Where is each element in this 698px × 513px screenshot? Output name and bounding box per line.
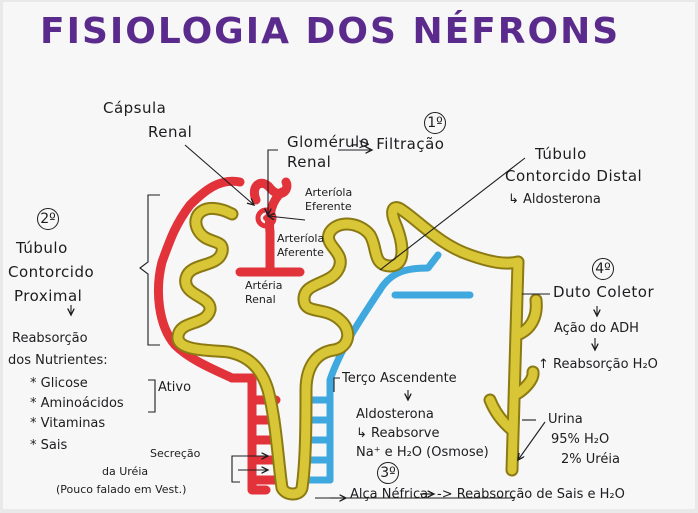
step-number-2: 2º [37, 208, 59, 230]
aldosterona-label: Aldosterona [356, 407, 434, 422]
arteriola-aferente-line1: Arteríola [277, 232, 325, 245]
tubulo-proximal-line2: Contorcido [8, 263, 95, 281]
reabsorcao-h2o-label: ↑ Reabsorção H₂O [538, 357, 658, 372]
reabsorcao-line1: Reabsorção [12, 331, 88, 346]
arteria-renal-line1: Artéria [245, 279, 283, 292]
bracket-icon [139, 194, 340, 483]
arteriola-eferente-line1: Arteríola [305, 186, 353, 199]
alca-nefrica-label: Alça Néfrica [350, 487, 429, 502]
secrecao-line1: Secreção [150, 447, 201, 460]
reabsorve-label: ↳ Reabsorve [356, 426, 440, 441]
glomerulo-label-line2: Renal [287, 153, 332, 171]
nutriente-vitaminas: * Vitaminas [30, 416, 106, 431]
tubulo-distal-line3: ↳ Aldosterona [508, 192, 601, 207]
terco-ascendente-label: Terço Ascendente [342, 371, 457, 386]
duto-coletor-label: Duto Coletor [553, 283, 655, 301]
nutriente-aminoacidos: * Aminoácidos [30, 396, 124, 411]
glomerulus-knot [255, 207, 277, 229]
reabsorcao-line2: dos Nutrientes: [8, 353, 108, 368]
urina-agua-label: 95% H₂O [551, 432, 610, 447]
urina-ureia-label: 2% Uréia [561, 452, 620, 467]
nutriente-glicose: * Glicose [30, 376, 88, 391]
acao-adh-label: Ação do ADH [554, 321, 639, 336]
pointer-lines [71, 144, 597, 498]
nutriente-sais: * Sais [30, 438, 68, 453]
tubulo-proximal-line1: Túbulo [16, 239, 68, 257]
pouco-falado-label: (Pouco falado em Vest.) [56, 483, 187, 496]
page-title: FISIOLOGIA DOS NÉFRONS [40, 11, 621, 52]
capsula-label-line2: Renal [148, 123, 193, 141]
ativo-label: Ativo [158, 380, 192, 395]
tubulo-distal-line1: Túbulo [535, 145, 587, 163]
paper-sheet [3, 2, 695, 509]
arteriola-eferente-line2: Eferente [305, 200, 352, 213]
filtracao-label: -> Filtração [352, 135, 445, 153]
tubulo-distal-line2: Contorcido Distal [505, 167, 643, 185]
step-number-3: 3º [377, 462, 399, 484]
tubule-system-fill [178, 208, 541, 494]
step-number-1: 1º [424, 112, 446, 134]
urina-label: Urina [548, 412, 583, 427]
secrecao-line2: da Uréia [102, 465, 149, 478]
arteria-renal-line2: Renal [245, 293, 276, 306]
capsula-label-line1: Cápsula [103, 99, 167, 117]
step-number-4: 4º [592, 258, 614, 280]
tubulo-proximal-line3: Proximal [14, 287, 83, 305]
reabsorcao-sais-label: -> Reabsorção de Sais e H₂O [437, 487, 625, 502]
arteriola-aferente-line2: Aferente [277, 246, 324, 259]
blue-blood-vessels [302, 251, 474, 484]
glomerulo-label-line1: Glomérulo [287, 133, 370, 151]
na-h2o-label: Na⁺ e H₂O (Osmose) [356, 445, 489, 460]
